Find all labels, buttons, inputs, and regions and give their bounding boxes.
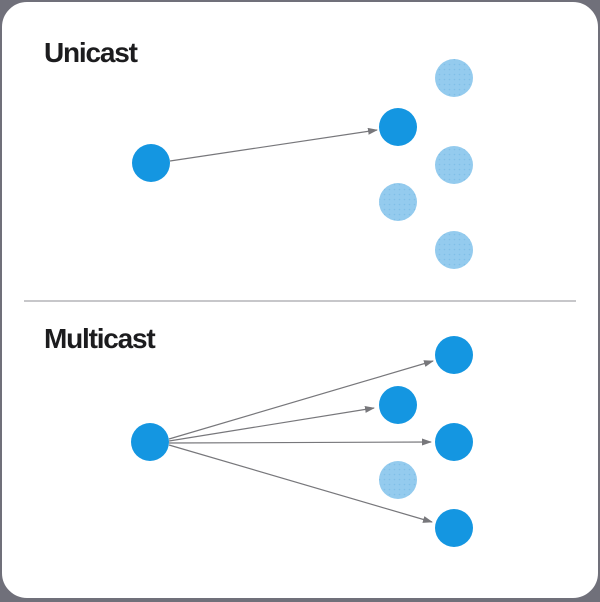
unicast-node-idle-2 [435,146,473,184]
unicast-node-idle-3 [379,183,417,221]
unicast-arrow-1 [170,130,377,161]
multicast-node-source [131,423,169,461]
unicast-node-idle-4 [435,231,473,269]
multicast-arrow-3 [169,442,431,443]
nodes-layer [131,59,473,547]
unicast-node-receiver [379,108,417,146]
unicast-node-idle-1 [435,59,473,97]
multicast-node-receiver-3 [435,423,473,461]
multicast-arrow-2 [169,408,374,441]
multicast-node-receiver-4 [435,509,473,547]
multicast-node-receiver-1 [435,336,473,374]
multicast-node-idle-1 [379,461,417,499]
unicast-node-source [132,144,170,182]
multicast-node-receiver-2 [379,386,417,424]
